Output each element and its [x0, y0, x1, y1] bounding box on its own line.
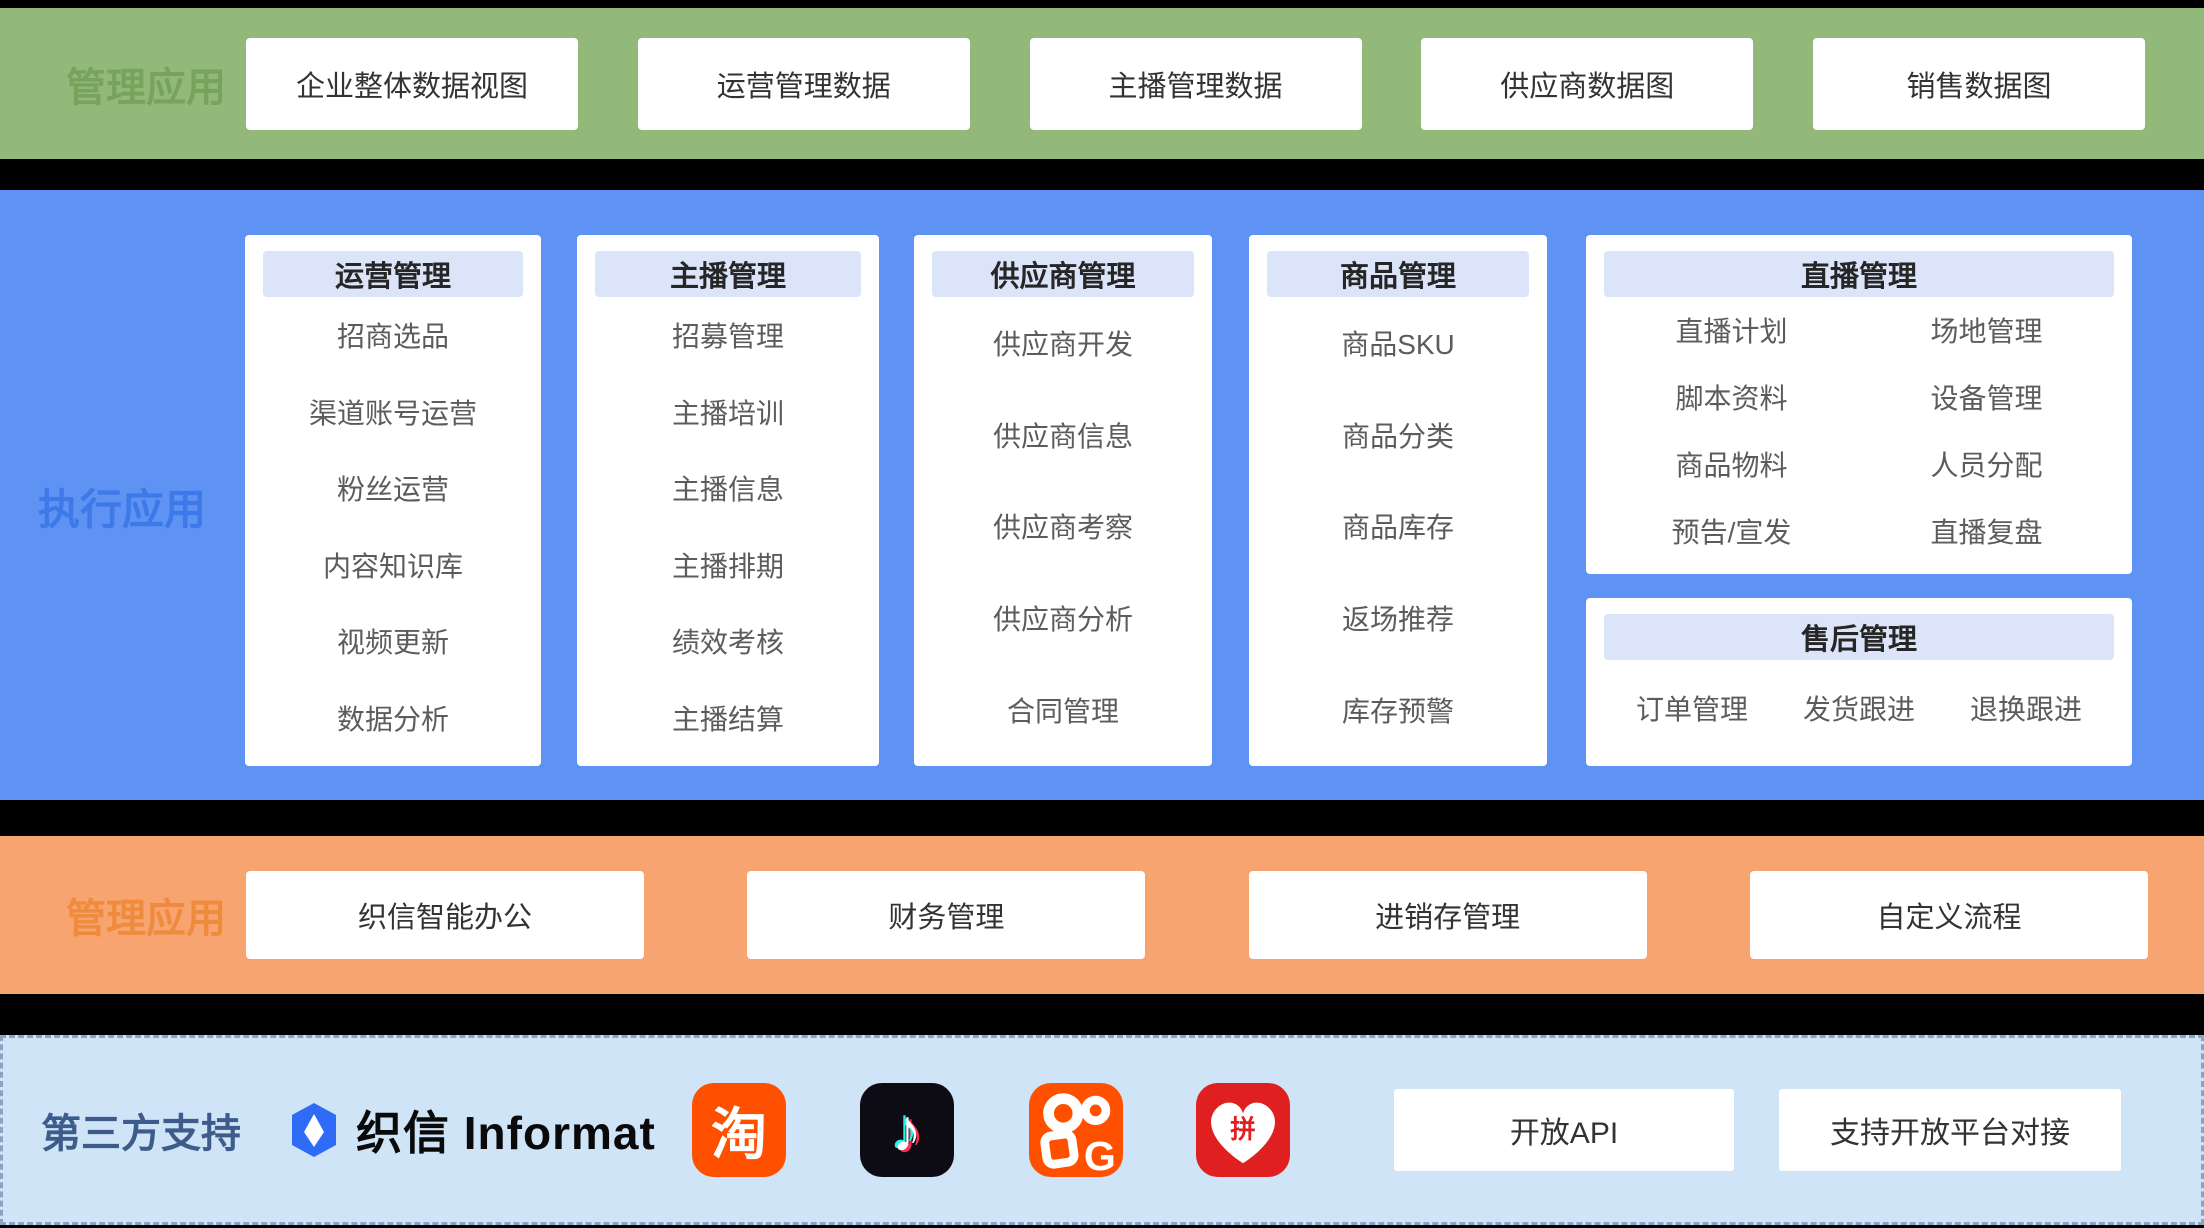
- execution-band-label: 执行应用: [38, 486, 207, 533]
- list-item: 商品库存: [1341, 512, 1454, 544]
- card-column-right: 场地管理 设备管理 人员分配 直播复盘: [1859, 297, 2114, 564]
- card-title: 售后管理: [1604, 614, 2114, 660]
- list-item: 供应商分析: [992, 604, 1133, 636]
- list-item: 粉丝运营: [336, 474, 449, 506]
- management-apps-band: 管理应用 织信智能办公 财务管理 进销存管理 自定义流程: [0, 836, 2204, 994]
- list-item: 场地管理: [1930, 316, 2043, 348]
- box-enterprise-data-view[interactable]: 企业整体数据视图: [246, 37, 578, 130]
- list-item: 主播信息: [671, 474, 784, 506]
- list-item: 库存预警: [1341, 696, 1454, 728]
- box-zhixin-office[interactable]: 织信智能办公: [246, 871, 644, 959]
- execution-band: 执行应用 运营管理 招商选品 渠道账号运营 粉丝运营 内容知识库 视频更新 数据…: [0, 190, 2204, 800]
- list-item: 主播培训: [671, 397, 784, 429]
- card-title: 运营管理: [263, 251, 523, 297]
- list-item: 直播计划: [1675, 316, 1788, 348]
- box-anchor-data[interactable]: 主播管理数据: [1029, 37, 1362, 130]
- list-item: 预告/宣发: [1671, 516, 1792, 548]
- list-item: 数据分析: [336, 703, 449, 735]
- list-item: 内容知识库: [322, 550, 463, 582]
- card-supplier-management: 供应商管理 供应商开发 供应商信息 供应商考察 供应商分析 合同管理: [914, 235, 1212, 766]
- list-item: 视频更新: [336, 627, 449, 659]
- card-two-columns: 直播计划 脚本资料 商品物料 预告/宣发 场地管理 设备管理 人员分配 直播复盘: [1604, 297, 2114, 564]
- pinduoduo-icon[interactable]: 拼: [1196, 1083, 1290, 1177]
- box-operations-data[interactable]: 运营管理数据: [637, 37, 970, 130]
- card-product-management: 商品管理 商品SKU 商品分类 商品库存 返场推荐 库存预警: [1249, 235, 1547, 766]
- list-item: 商品分类: [1341, 420, 1454, 452]
- box-open-platform-integration[interactable]: 支持开放平台对接: [1779, 1089, 2121, 1171]
- svg-text:G: G: [1084, 1133, 1116, 1177]
- box-sales-data[interactable]: 销售数据图: [1813, 37, 2145, 130]
- card-column-left: 直播计划 脚本资料 商品物料 预告/宣发: [1604, 297, 1859, 564]
- box-custom-workflow[interactable]: 自定义流程: [1749, 871, 2148, 959]
- card-aftersales-management: 售后管理 订单管理 发货跟进 退换跟进: [1586, 598, 2132, 766]
- card-item-list: 招募管理 主播培训 主播信息 主播排期 绩效考核 主播结算: [595, 297, 861, 756]
- list-item: 供应商开发: [992, 328, 1133, 360]
- card-operations-management: 运营管理 招商选品 渠道账号运营 粉丝运营 内容知识库 视频更新 数据分析: [245, 235, 541, 766]
- list-item: 商品物料: [1675, 449, 1788, 481]
- box-open-api[interactable]: 开放API: [1394, 1089, 1734, 1171]
- card-title: 直播管理: [1604, 251, 2114, 297]
- list-item: 返场推荐: [1341, 604, 1454, 636]
- card-title: 主播管理: [595, 251, 861, 297]
- list-item: 供应商考察: [992, 512, 1133, 544]
- card-item-list: 供应商开发 供应商信息 供应商考察 供应商分析 合同管理: [932, 297, 1194, 756]
- card-item-list: 招商选品 渠道账号运营 粉丝运营 内容知识库 视频更新 数据分析: [263, 297, 523, 756]
- list-item: 绩效考核: [671, 627, 784, 659]
- list-item: 主播排期: [671, 550, 784, 582]
- list-item: 主播结算: [671, 703, 784, 735]
- third-party-band: 第三方支持 织信 Informat 淘 ♪ G 拼 开放API 支持开放平台对接: [0, 1035, 2204, 1225]
- svg-text:拼: 拼: [1230, 1116, 1255, 1144]
- informat-hexagon-icon: [292, 1103, 336, 1157]
- kuaishou-icon[interactable]: G: [1029, 1083, 1123, 1177]
- list-item: 招商选品: [336, 321, 449, 353]
- card-anchor-management: 主播管理 招募管理 主播培训 主播信息 主播排期 绩效考核 主播结算: [577, 235, 879, 766]
- card-title: 商品管理: [1267, 251, 1529, 297]
- third-party-label: 第三方支持: [41, 1112, 241, 1156]
- top-band-label: 管理应用: [66, 65, 226, 110]
- card-item-list: 商品SKU 商品分类 商品库存 返场推荐 库存预警: [1267, 297, 1529, 756]
- card-live-management: 直播管理 直播计划 脚本资料 商品物料 预告/宣发 场地管理 设备管理 人员分配…: [1586, 235, 2132, 574]
- box-supplier-data[interactable]: 供应商数据图: [1421, 37, 1754, 130]
- list-item: 脚本资料: [1675, 383, 1788, 415]
- douyin-icon[interactable]: ♪: [860, 1083, 954, 1177]
- kuaishou-glyph: G: [1040, 1093, 1116, 1177]
- list-item: 供应商信息: [992, 420, 1133, 452]
- taobao-icon[interactable]: 淘: [692, 1083, 786, 1177]
- top-management-band: 管理应用 企业整体数据视图 运营管理数据 主播管理数据 供应商数据图 销售数据图: [0, 8, 2204, 159]
- management-band-box-row: 织信智能办公 财务管理 进销存管理 自定义流程: [0, 836, 2204, 994]
- card-title: 供应商管理: [932, 251, 1194, 297]
- top-band-box-row: 企业整体数据视图 运营管理数据 主播管理数据 供应商数据图 销售数据图: [0, 8, 2204, 159]
- douyin-note-glyph: ♪: [892, 1096, 922, 1164]
- pinduoduo-heart-glyph: 拼: [1211, 1102, 1275, 1164]
- informat-logo-text: 织信 Informat: [356, 1107, 656, 1159]
- list-item: 订单管理: [1636, 694, 1749, 725]
- list-item: 商品SKU: [1341, 328, 1455, 360]
- list-item: 发货跟进: [1802, 694, 1915, 725]
- list-item: 人员分配: [1930, 449, 2043, 481]
- taobao-glyph: 淘: [711, 1102, 767, 1166]
- list-item: 设备管理: [1930, 383, 2043, 415]
- informat-logo: 织信 Informat: [290, 1097, 656, 1163]
- list-item: 合同管理: [1006, 696, 1119, 728]
- list-item: 招募管理: [671, 321, 784, 353]
- list-item: 退换跟进: [1969, 694, 2082, 725]
- box-inventory-management[interactable]: 进销存管理: [1248, 871, 1647, 959]
- list-item: 直播复盘: [1930, 516, 2043, 548]
- card-item-row: 订单管理 发货跟进 退换跟进: [1604, 660, 2114, 756]
- box-finance-management[interactable]: 财务管理: [747, 871, 1146, 959]
- management-band-label: 管理应用: [66, 897, 226, 941]
- list-item: 渠道账号运营: [308, 397, 477, 429]
